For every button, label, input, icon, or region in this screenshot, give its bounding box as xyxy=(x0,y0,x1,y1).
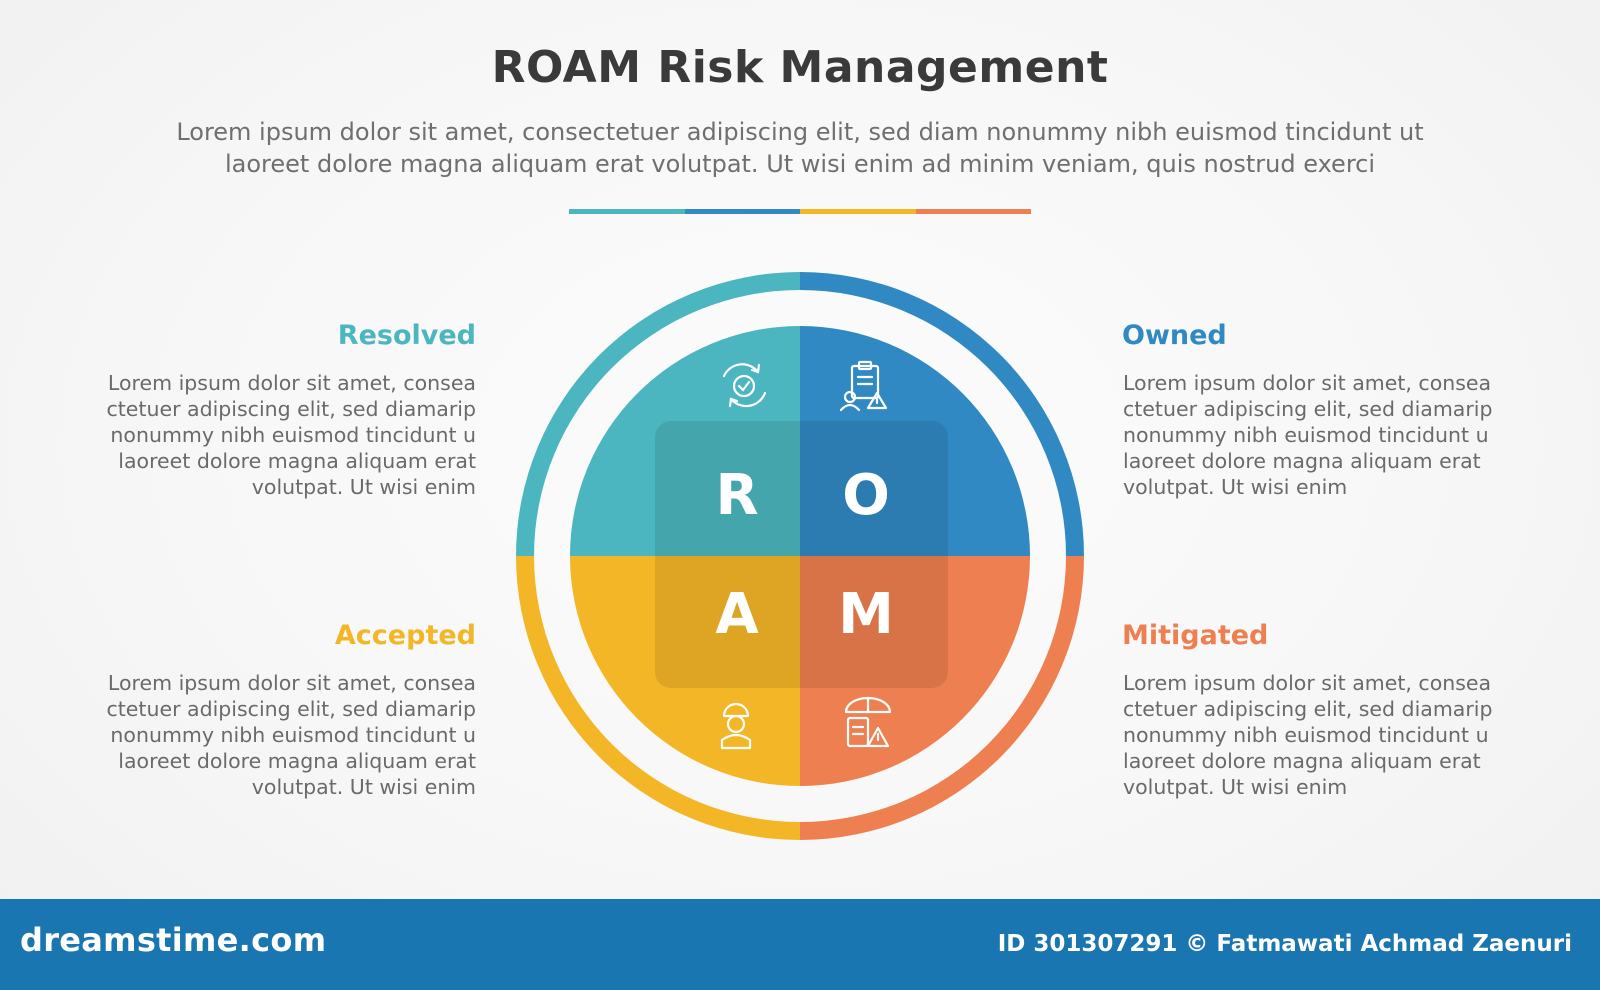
desc-line: laoreet dolore magna aliquam erat xyxy=(1123,449,1481,473)
desc-owned: Lorem ipsum dolor sit amet, consea ctetu… xyxy=(1123,370,1513,500)
ring-orange xyxy=(800,556,1084,840)
desc-line: nonummy nibh euismod tincidunt u xyxy=(1123,723,1489,747)
desc-line: ctetuer adipiscing elit, sed diamarip xyxy=(106,397,477,421)
desc-line: laoreet dolore magna aliquam erat xyxy=(1123,749,1481,773)
desc-line: nonummy nibh euismod tincidunt u xyxy=(1123,423,1489,447)
page-title: ROAM Risk Management xyxy=(491,42,1109,93)
desc-line: Lorem ipsum dolor sit amet, consea xyxy=(1123,371,1492,395)
desc-line: Lorem ipsum dolor sit amet, consea xyxy=(107,371,476,395)
letter-m: M xyxy=(838,582,894,647)
footer-bar: dreamstime.com ID 301307291 © Fatmawati … xyxy=(0,899,1600,990)
subtitle-line: Lorem ipsum dolor sit amet, consectetuer… xyxy=(176,118,1424,146)
divider-orange xyxy=(915,209,1031,214)
center-box xyxy=(655,421,948,688)
footer-logo[interactable]: dreamstime.com xyxy=(20,921,327,959)
label-mitigated: Mitigated xyxy=(1122,620,1269,651)
ring-yellow xyxy=(516,556,800,840)
desc-line: volutpat. Ut wisi enim xyxy=(251,775,476,799)
quadrant-resolved xyxy=(570,326,800,556)
letter-r: R xyxy=(715,463,758,528)
divider-teal xyxy=(569,209,685,214)
subtitle-line: laoreet dolore magna aliquam erat volutp… xyxy=(224,150,1376,178)
desc-line: volutpat. Ut wisi enim xyxy=(1123,775,1348,799)
letter-a: A xyxy=(715,582,759,647)
desc-line: volutpat. Ut wisi enim xyxy=(251,475,476,499)
desc-line: laoreet dolore magna aliquam erat xyxy=(118,449,476,473)
desc-line: ctetuer adipiscing elit, sed diamarip xyxy=(1123,697,1493,721)
desc-line: ctetuer adipiscing elit, sed diamarip xyxy=(106,697,477,721)
desc-line: laoreet dolore magna aliquam erat xyxy=(118,749,476,773)
divider-blue xyxy=(684,209,800,214)
umbrella-checklist-icon xyxy=(844,696,892,748)
label-accepted: Accepted xyxy=(334,620,476,651)
ring-teal xyxy=(516,272,800,556)
letter-o: O xyxy=(842,463,890,528)
ring-blue xyxy=(800,272,1084,556)
desc-accepted: Lorem ipsum dolor sit amet, consea ctetu… xyxy=(86,670,477,800)
desc-mitigated: Lorem ipsum dolor sit amet, consea ctetu… xyxy=(1123,670,1513,800)
desc-resolved: Lorem ipsum dolor sit amet, consea ctetu… xyxy=(86,370,477,500)
desc-line: volutpat. Ut wisi enim xyxy=(1123,475,1348,499)
footer-credit: ID 301307291 © Fatmawati Achmad Zaenuri xyxy=(997,931,1572,957)
desc-line: nonummy nibh euismod tincidunt u xyxy=(110,723,476,747)
clipboard-person-warning-icon xyxy=(839,360,888,412)
label-owned: Owned xyxy=(1122,320,1227,351)
color-divider xyxy=(569,209,1031,214)
refresh-check-icon xyxy=(722,363,767,408)
desc-line: Lorem ipsum dolor sit amet, consea xyxy=(107,671,476,695)
desc-line: ctetuer adipiscing elit, sed diamarip xyxy=(1123,397,1493,421)
desc-line: Lorem ipsum dolor sit amet, consea xyxy=(1123,671,1492,695)
label-resolved: Resolved xyxy=(337,320,476,351)
quadrant-mitigated xyxy=(800,556,1030,786)
worker-icon xyxy=(720,702,752,750)
desc-line: nonummy nibh euismod tincidunt u xyxy=(110,423,476,447)
page-subtitle: Lorem ipsum dolor sit amet, consectetuer… xyxy=(100,116,1500,180)
divider-yellow xyxy=(800,209,916,214)
